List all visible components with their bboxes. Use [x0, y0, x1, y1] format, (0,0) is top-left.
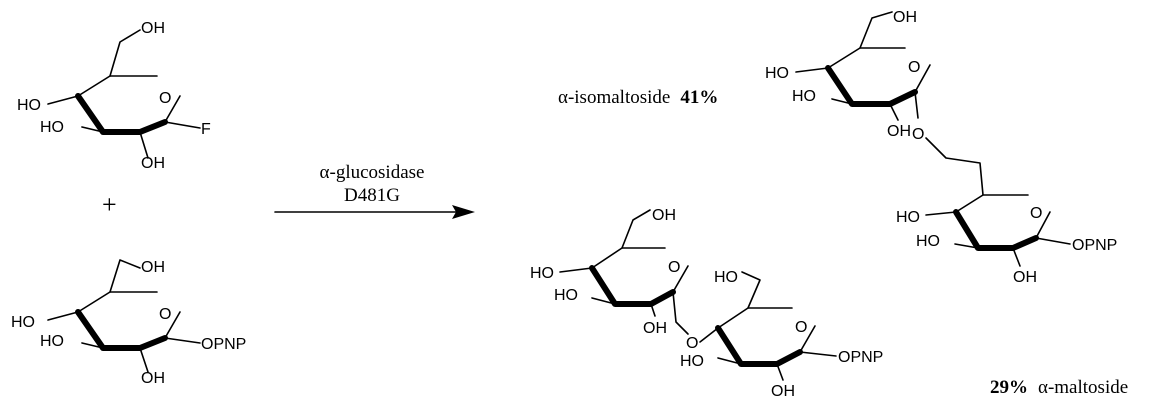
- ring-o-label: O: [908, 59, 920, 76]
- ho-c3-label: HO: [40, 119, 64, 136]
- ch2-bond: [109, 29, 141, 77]
- maltoside-name: α-maltoside: [1038, 377, 1128, 398]
- ho-c3-label: HO: [916, 233, 940, 250]
- oh-c6-label: OH: [141, 20, 165, 37]
- oh-c2-label: OH: [887, 123, 911, 140]
- ho-c4-label: HO: [17, 97, 41, 114]
- reactant-glucosyl-fluoride: OH O HO HO OH F: [17, 20, 211, 172]
- enzyme-name: α-glucosidase: [320, 162, 425, 183]
- ring-bond: [164, 311, 181, 339]
- ring-bond: [799, 325, 816, 353]
- anomeric-bond: [672, 291, 689, 335]
- ring-bond: [75, 309, 168, 351]
- ring-o-label: O: [159, 90, 171, 107]
- c3-oh-bond: [81, 126, 104, 133]
- oh-c2-label: OH: [1013, 269, 1037, 286]
- ring-bond: [1035, 211, 1051, 239]
- glycosidic-o-label: O: [912, 126, 924, 143]
- product-maltoside: OH O HO HO OH O HO O HO OH OPNP 29% α-ma…: [530, 207, 1128, 400]
- ho-c4-label: HO: [11, 314, 35, 331]
- ho-c3-label: HO: [792, 88, 816, 105]
- ch2-bond: [859, 11, 893, 49]
- ring-bond: [589, 265, 676, 307]
- ring-bond: [591, 247, 666, 269]
- c2-oh-bond: [889, 103, 899, 121]
- reactant-pnp-glucoside: OH O HO HO OH OPNP: [11, 259, 246, 387]
- ring-bond: [75, 93, 168, 135]
- anomeric-bond: [164, 337, 201, 344]
- oh-c2-label: OH: [643, 320, 667, 337]
- ho-c3-label: HO: [40, 333, 64, 350]
- opnp-label: OPNP: [838, 349, 883, 366]
- ch2-bond: [109, 259, 141, 293]
- anomeric-bond: [1035, 237, 1071, 245]
- arrow-head: [452, 205, 475, 219]
- ring-bond: [77, 75, 158, 97]
- ch2-bond: [621, 209, 651, 249]
- ring-bond: [914, 64, 931, 93]
- ch2-bond: [741, 271, 761, 309]
- c2-oh-bond: [650, 303, 656, 317]
- c3-oh-bond: [954, 243, 979, 249]
- oh-c6-label: OH: [893, 9, 917, 26]
- linkage-bond: [925, 137, 984, 196]
- oh-c6-label: OH: [141, 259, 165, 276]
- ring-bond: [825, 65, 918, 107]
- c2-oh-bond: [139, 347, 149, 373]
- maltoside-caption: 29% α-maltoside: [990, 377, 1128, 398]
- glycosidic-o-label: O: [686, 335, 698, 352]
- ho-c6-label: HO: [714, 269, 738, 286]
- isomaltoside-yield: 41%: [680, 87, 718, 108]
- oh-c6-label: OH: [652, 207, 676, 224]
- ring-bond: [715, 325, 803, 367]
- ring-o-label: O: [1030, 205, 1042, 222]
- ring-o-label: O: [159, 306, 171, 323]
- c3-oh-bond: [591, 297, 616, 305]
- isomaltoside-name: α-isomaltoside: [558, 87, 670, 108]
- enzyme-mutant: D481G: [344, 185, 400, 206]
- ho-c4-label: HO: [530, 265, 554, 282]
- oh-c2-label: OH: [141, 155, 165, 172]
- fluorine-label: F: [201, 121, 211, 138]
- opnp-label: OPNP: [1072, 237, 1117, 254]
- ho-c4-label: HO: [896, 209, 920, 226]
- ho-c4-label: HO: [765, 65, 789, 82]
- linkage-bond: [699, 327, 719, 343]
- maltoside-yield: 29%: [990, 377, 1028, 398]
- c4-oh-bond: [559, 267, 593, 273]
- product-isomaltoside: α-isomaltoside 41% OH O HO HO OH O O HO …: [558, 9, 1117, 286]
- opnp-label: OPNP: [201, 336, 246, 353]
- ring-bond: [953, 209, 1039, 251]
- oh-c2-label: OH: [771, 383, 795, 400]
- ring-bond: [672, 265, 689, 293]
- c3-oh-bond: [717, 357, 742, 365]
- ring-o-label: O: [795, 319, 807, 336]
- reaction-arrow: α-glucosidase D481G: [274, 162, 475, 219]
- ho-c3-label: HO: [554, 287, 578, 304]
- ring-bond: [717, 307, 793, 329]
- c3-oh-bond: [81, 342, 104, 349]
- ring-bond: [164, 95, 181, 123]
- c2-oh-bond: [1012, 247, 1021, 267]
- c2-oh-bond: [776, 363, 784, 381]
- oh-c2-label: OH: [141, 370, 165, 387]
- plus-sign: +: [102, 190, 117, 219]
- isomaltoside-caption: α-isomaltoside 41%: [558, 87, 718, 108]
- c3-oh-bond: [831, 98, 853, 105]
- ho-c3-label: HO: [680, 353, 704, 370]
- c2-oh-bond: [139, 131, 149, 159]
- ring-bond: [77, 291, 158, 313]
- anomeric-bond: [164, 121, 201, 129]
- ring-o-label: O: [668, 259, 680, 276]
- c4-oh-bond: [795, 67, 829, 73]
- ring-bond: [827, 47, 906, 69]
- anomeric-bond: [914, 91, 919, 119]
- c4-oh-bond: [47, 311, 79, 321]
- anomeric-bond: [799, 351, 837, 357]
- c4-oh-bond: [47, 95, 79, 105]
- ring-bond: [955, 194, 1029, 213]
- c4-oh-bond: [925, 211, 957, 216]
